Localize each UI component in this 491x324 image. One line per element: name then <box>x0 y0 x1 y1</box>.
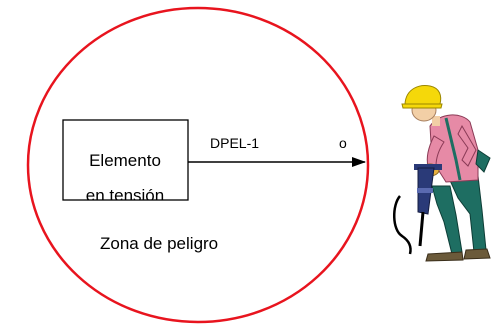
element-box <box>62 119 189 201</box>
endpoint-label: o <box>339 135 347 151</box>
element-label: Elemento <box>89 151 161 170</box>
energized-element: Elemento en tensión <box>62 119 189 205</box>
zone-label: Zona de peligro <box>100 234 218 253</box>
danger-zone-boundary <box>26 6 370 324</box>
worker-with-jackhammer-icon <box>393 85 491 262</box>
distance-label: DPEL-1 <box>210 135 259 151</box>
element-label-overflow: en tensión <box>86 186 164 205</box>
